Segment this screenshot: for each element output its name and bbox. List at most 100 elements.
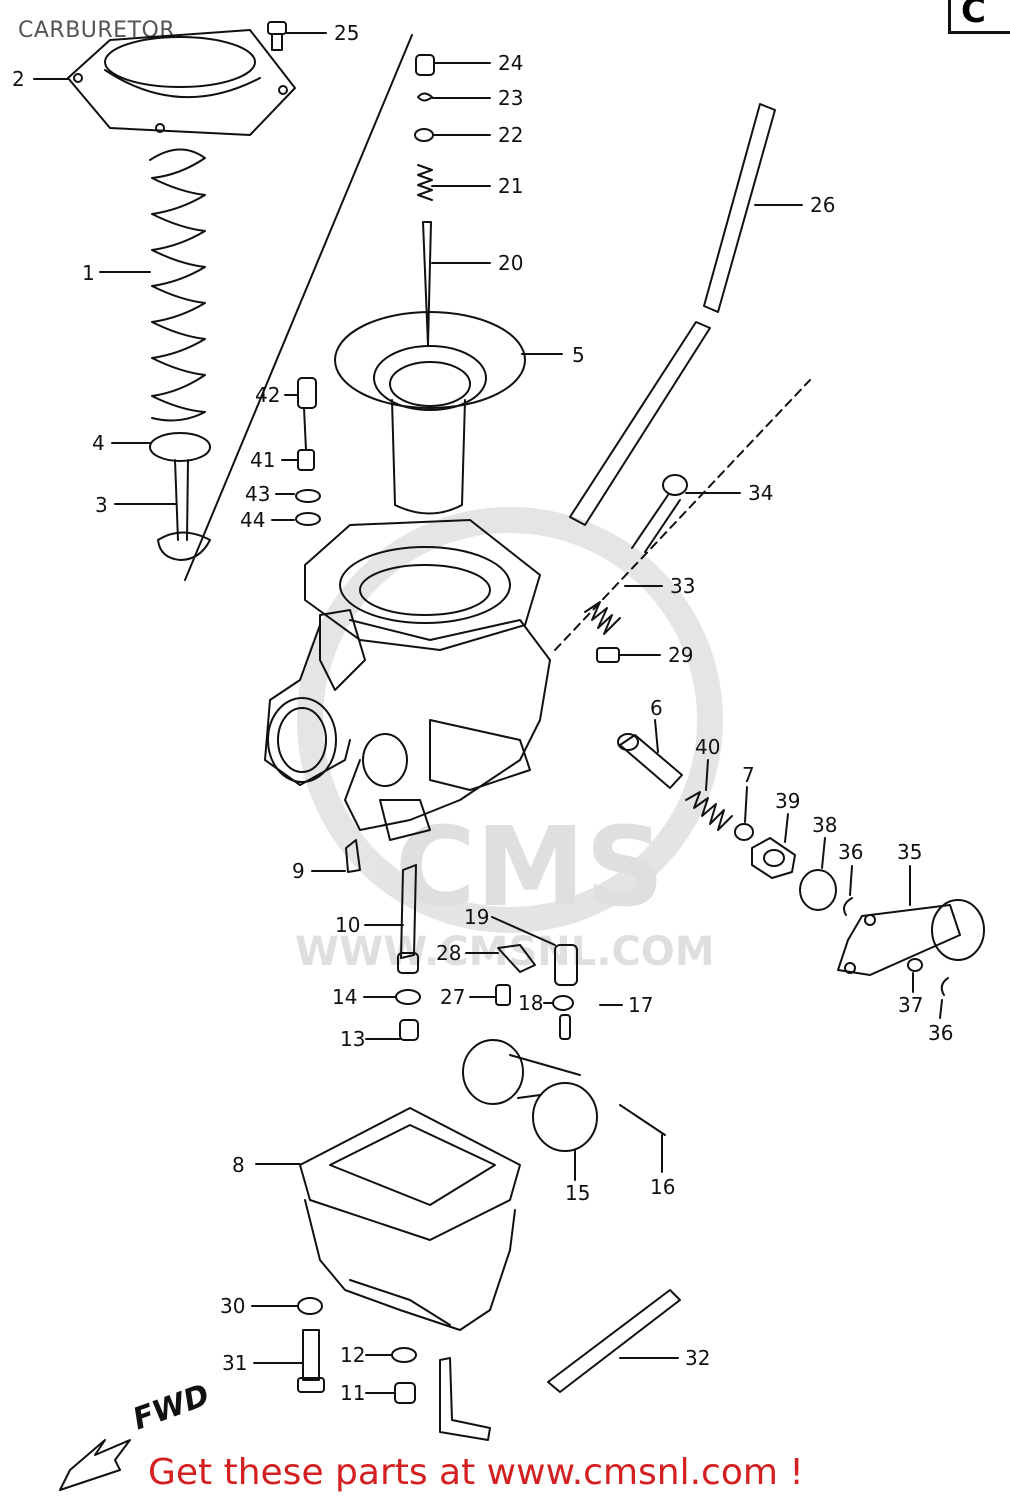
callout-label-21: 21: [498, 174, 523, 198]
callout-label-5: 5: [572, 343, 585, 367]
screw-25-part: [267, 21, 287, 51]
callout-label-32: 32: [685, 1346, 710, 1370]
callout-label-18: 18: [518, 991, 543, 1015]
washer-30-part: [297, 1297, 323, 1315]
callout-label-22: 22: [498, 123, 523, 147]
o-ring-44-part: [295, 512, 321, 526]
fwd-arrow-icon: [59, 1439, 131, 1491]
callout-label-38: 38: [812, 813, 837, 837]
callout-label-14: 14: [332, 985, 357, 1009]
needle-20-part: [422, 221, 432, 346]
cap-38-part: [799, 869, 837, 911]
hose-32-part: [439, 1289, 681, 1441]
callout-label-36: 36: [838, 840, 863, 864]
leader-line-6: [654, 719, 659, 753]
clip-36b-part: [940, 977, 949, 996]
callout-label-28: 28: [436, 941, 461, 965]
leader-line-39: [784, 813, 789, 843]
leader-line-19: [491, 916, 556, 946]
callout-label-24: 24: [498, 51, 523, 75]
washer-14-part: [395, 989, 421, 1005]
callout-label-20: 20: [498, 251, 523, 275]
clip-23-part: [417, 92, 433, 102]
callout-label-4: 4: [92, 431, 105, 455]
callout-label-29: 29: [668, 643, 693, 667]
tube-10-part: [397, 864, 419, 974]
nut-39-part: [751, 837, 796, 879]
o-ring-7-part: [734, 823, 754, 841]
section-badge: C: [948, 0, 1010, 34]
bracket-28-part: [497, 944, 536, 973]
needle-holder-part: [157, 459, 211, 561]
screw-34-part: [631, 474, 688, 553]
callout-label-11: 11: [340, 1381, 365, 1405]
watermark-url: WWW.CMSNL.COM: [295, 929, 715, 975]
callout-label-27: 27: [440, 985, 465, 1009]
callout-label-25: 25: [334, 21, 359, 45]
callout-label-33: 33: [670, 574, 695, 598]
washer-12-part: [391, 1347, 417, 1363]
leader-line-7: [744, 786, 748, 823]
leader-line-36: [939, 999, 943, 1019]
callout-label-17: 17: [628, 993, 653, 1017]
callout-label-31: 31: [222, 1351, 247, 1375]
clip-ring-part: [149, 432, 211, 462]
callout-label-9: 9: [292, 859, 305, 883]
callout-label-15: 15: [565, 1181, 590, 1205]
bolt-31-part: [297, 1329, 325, 1393]
float-bowl-part: [299, 1107, 521, 1331]
assembly-guide-line: [184, 34, 413, 581]
screw-27-part: [495, 984, 511, 1006]
carburetor-body-part: [264, 519, 551, 841]
callout-label-23: 23: [498, 86, 523, 110]
callout-label-3: 3: [95, 493, 108, 517]
callout-label-26: 26: [810, 193, 835, 217]
callout-label-12: 12: [340, 1343, 365, 1367]
callout-label-37: 37: [898, 993, 923, 1017]
spring-40-part: [685, 791, 733, 831]
callout-label-16: 16: [650, 1175, 675, 1199]
callout-label-30: 30: [220, 1294, 245, 1318]
float-15-part: [462, 1039, 598, 1152]
footer-link[interactable]: Get these parts at www.cmsnl.com !: [148, 1452, 804, 1493]
callout-label-10: 10: [335, 913, 360, 937]
callout-label-19: 19: [464, 905, 489, 929]
watermark-brand: CMS: [395, 803, 664, 931]
collar-24-part: [415, 54, 435, 76]
jet-9-part: [345, 839, 361, 873]
leader-line-40: [705, 759, 709, 791]
washer-37-part: [907, 958, 923, 972]
callout-label-1: 1: [82, 261, 95, 285]
callout-label-2: 2: [12, 67, 25, 91]
washer-22-part: [414, 128, 434, 142]
o-ring-43-part: [295, 489, 321, 503]
top-cap-part: [67, 29, 296, 136]
fitting-29-part: [596, 647, 620, 663]
leader-line-36: [849, 865, 853, 896]
callout-label-41: 41: [250, 448, 275, 472]
lever-35-part: [837, 899, 985, 976]
plunger-6-part: [617, 733, 683, 789]
callout-label-43: 43: [245, 482, 270, 506]
callout-label-13: 13: [340, 1027, 365, 1051]
spring-21-part: [417, 164, 433, 201]
callout-label-40: 40: [695, 735, 720, 759]
diaphragm-piston-part: [334, 311, 526, 515]
leader-lines: [33, 32, 943, 1394]
callout-label-44: 44: [240, 508, 265, 532]
callout-label-34: 34: [748, 481, 773, 505]
callout-label-7: 7: [742, 763, 755, 787]
plug-11-part: [394, 1382, 416, 1404]
clip-36a-part: [843, 897, 853, 916]
callout-label-39: 39: [775, 789, 800, 813]
callout-label-6: 6: [650, 696, 663, 720]
assembly-guide-line-dashed: [554, 379, 811, 651]
hose-26-part: [569, 103, 776, 526]
callout-label-8: 8: [232, 1153, 245, 1177]
callout-label-36: 36: [928, 1021, 953, 1045]
spring-part: [149, 148, 206, 422]
leader-line-38: [821, 837, 826, 869]
pilot-screw-part: [297, 377, 317, 471]
